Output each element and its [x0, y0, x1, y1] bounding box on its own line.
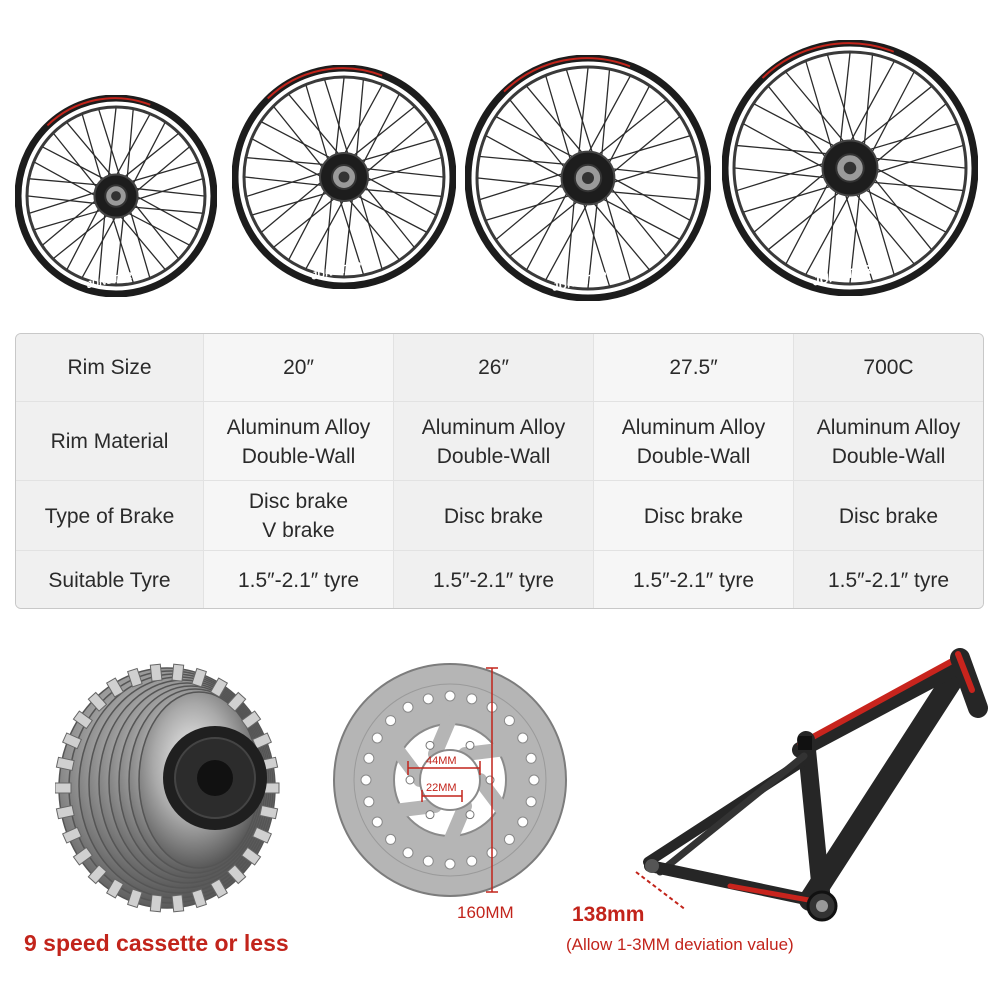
wheel-26-inch: JUNSTAR	[232, 65, 456, 289]
cassette-caption: 9 speed cassette or less	[24, 930, 289, 956]
wheel-27-5-inch: JUNSTAR	[465, 55, 711, 301]
row-header: Rim Size	[16, 334, 203, 401]
rotor-dim-44: 44MM	[426, 755, 457, 767]
table-cell: 20″	[203, 334, 393, 401]
cassette-image	[55, 663, 280, 913]
table-cell: 27.5″	[593, 334, 793, 401]
table-cell: Aluminum Alloy Double-Wall	[793, 402, 983, 481]
table-cell: Aluminum Alloy Double-Wall	[593, 402, 793, 481]
frame-dropout-width: 138mm	[572, 903, 645, 926]
bike-frame-image	[635, 648, 988, 922]
rotor-dim-22: 22MM	[426, 782, 457, 794]
table-cell: Disc brake	[593, 481, 793, 551]
brake-rotor-image	[333, 663, 567, 897]
table-row: Rim Size 20″ 26″ 27.5″ 700C	[16, 334, 983, 401]
table-cell: 1.5″-2.1″ tyre	[203, 551, 393, 608]
table-cell: 1.5″-2.1″ tyre	[393, 551, 593, 608]
table-row: Suitable Tyre 1.5″-2.1″ tyre 1.5″-2.1″ t…	[16, 550, 983, 608]
table-cell: Aluminum Alloy Double-Wall	[203, 402, 393, 481]
frame-deviation-note: (Allow 1-3MM deviation value)	[566, 935, 794, 954]
row-header: Suitable Tyre	[16, 551, 203, 608]
table-cell: Disc brake V brake	[203, 481, 393, 551]
table-cell: 700C	[793, 334, 983, 401]
wheel-20-inch: JUNSTAR	[15, 95, 217, 297]
rim-brand-text: JUNSTAR	[550, 269, 608, 294]
table-cell: Disc brake	[793, 481, 983, 551]
rotor-diameter-label: 160MM	[457, 903, 514, 922]
table-row: Type of Brake Disc brake V brake Disc br…	[16, 480, 983, 551]
table-cell: 1.5″-2.1″ tyre	[793, 551, 983, 608]
row-header: Type of Brake	[16, 481, 203, 551]
row-header: Rim Material	[16, 402, 203, 481]
table-cell: Disc brake	[393, 481, 593, 551]
spec-table: Rim Size 20″ 26″ 27.5″ 700C Rim Material…	[15, 333, 984, 609]
table-cell: 1.5″-2.1″ tyre	[593, 551, 793, 608]
table-cell: Aluminum Alloy Double-Wall	[393, 402, 593, 481]
wheel-700c: JUNSTAR	[722, 40, 978, 296]
rim-brand-text: JUNSTAR	[86, 271, 135, 292]
table-cell: 26″	[393, 334, 593, 401]
table-row: Rim Material Aluminum Alloy Double-Wall …	[16, 401, 983, 481]
wheel-row: JUNSTAR JUNSTAR JUNSTAR JUNSTAR	[0, 0, 1000, 310]
rim-brand-text: JUNSTAR	[310, 260, 363, 282]
